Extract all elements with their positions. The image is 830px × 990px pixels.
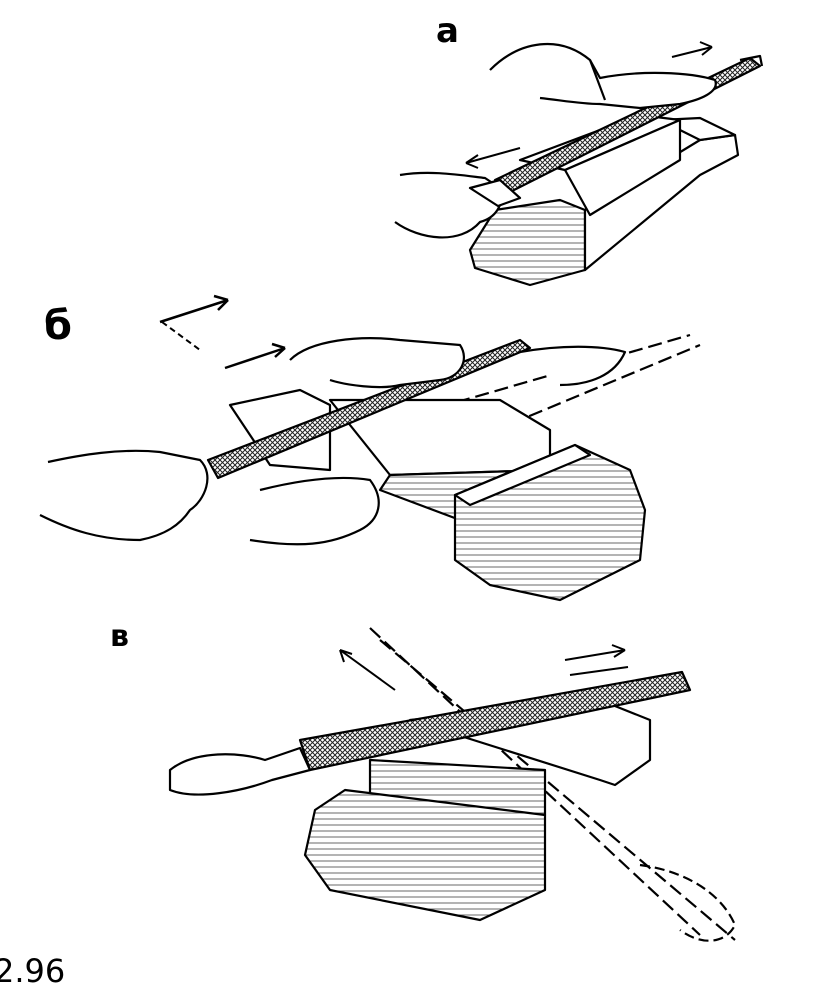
panel-b-left-hand [39,449,209,542]
panel-a-drawing [394,41,764,287]
figure-caption: 2.96 [0,952,66,990]
panel-label-b: б [44,303,72,349]
panel-label-a: а [436,11,459,51]
panel-v-file [298,670,692,772]
panel-v-vise-front [303,788,547,922]
panel-a-right-hand [489,42,717,110]
panel-v-file-handle [168,746,312,796]
panel-label-v: в [110,619,129,654]
panel-b-drawing [39,294,701,602]
panel-v-drawing [168,627,737,942]
panel-b-right-hand [289,337,466,389]
